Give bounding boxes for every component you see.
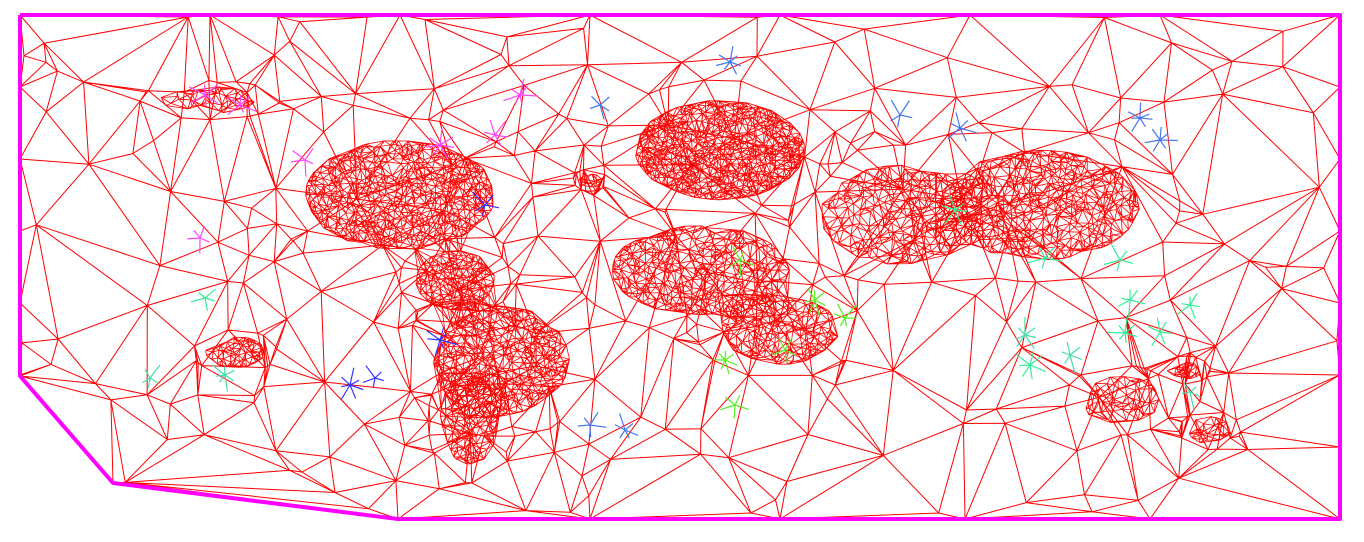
vertex-star <box>189 84 218 106</box>
vertex-star <box>1176 292 1200 319</box>
mesh-edges <box>1166 361 1202 380</box>
mesh-edges <box>717 293 839 365</box>
vertex-star-spokes <box>1118 289 1145 318</box>
vertex-star-spokes <box>227 95 257 115</box>
vertex-star <box>771 337 797 363</box>
vertex-star-spokes <box>1144 126 1178 152</box>
vertex-star-spokes <box>834 303 858 327</box>
vertex-star-spokes <box>189 84 218 106</box>
vertex-star-spokes <box>1103 244 1134 272</box>
mesh-edges <box>635 100 805 201</box>
vertex-star <box>187 225 210 254</box>
vertex-star <box>227 95 257 115</box>
vertex-star-spokes <box>805 288 826 316</box>
vertex-star <box>947 112 977 142</box>
vertex-star <box>834 303 858 327</box>
vertex-star-spokes <box>947 112 977 142</box>
vertex-star-spokes <box>1147 317 1173 347</box>
mesh-edges <box>438 372 502 465</box>
vertex-star <box>340 367 364 401</box>
vertex-star-spokes <box>1127 102 1153 132</box>
vertex-star-spokes <box>890 99 913 128</box>
vertex-star <box>720 395 750 419</box>
vertex-star-spokes <box>577 411 607 438</box>
vertex-star <box>484 120 507 146</box>
vertex-star <box>729 246 755 277</box>
vertex-star-spokes <box>1015 316 1037 349</box>
vertex-star <box>426 128 455 159</box>
vertex-star <box>1061 341 1083 373</box>
vertex-star <box>1181 381 1201 410</box>
vertex-star <box>426 326 458 357</box>
vertex-star-spokes <box>713 350 738 375</box>
vertex-star <box>472 191 500 217</box>
vertex-stars <box>142 45 1201 439</box>
vertex-star <box>1103 244 1134 272</box>
mesh-edges <box>1188 416 1232 443</box>
mesh-edges <box>821 164 984 265</box>
vertex-star <box>577 411 607 438</box>
vertex-star <box>503 78 538 106</box>
vertex-star <box>805 288 826 316</box>
vertex-star-spokes <box>1176 292 1200 319</box>
vertex-star-spokes <box>484 120 507 146</box>
vertex-star-spokes <box>720 395 750 419</box>
vertex-star <box>715 45 742 75</box>
vertex-star <box>190 288 216 311</box>
vertex-star-spokes <box>362 365 384 388</box>
vertex-star-spokes <box>1015 351 1046 380</box>
vertex-star <box>1147 317 1173 347</box>
vertex-star-spokes <box>426 128 455 159</box>
mesh-edges <box>205 336 265 368</box>
mesh-edges <box>612 225 790 318</box>
mesh-edges <box>579 173 603 188</box>
vertex-star <box>713 350 738 375</box>
vertex-star-spokes <box>142 364 161 389</box>
vertex-star-spokes <box>503 78 538 106</box>
vertex-star-spokes <box>187 225 210 254</box>
vertex-star <box>614 413 639 439</box>
mesh-edges <box>305 140 494 253</box>
vertex-star <box>211 364 235 392</box>
convex-hull-boundary <box>18 13 1342 521</box>
vertex-star <box>1144 126 1178 152</box>
vertex-star <box>1107 316 1138 343</box>
vertex-star <box>1015 316 1037 349</box>
mesh-edges <box>1085 376 1160 423</box>
vertex-star-spokes <box>941 193 968 227</box>
vertex-star <box>941 193 968 227</box>
dense-mesh-edges <box>160 86 1232 465</box>
vertex-star-spokes <box>771 337 797 363</box>
vertex-star <box>1015 351 1046 380</box>
vertex-star-spokes <box>1061 341 1083 373</box>
vertex-star <box>1118 289 1145 318</box>
vertex-star <box>589 95 610 120</box>
vertex-star-spokes <box>340 367 364 401</box>
vertex-star <box>142 364 161 389</box>
vertex-star-spokes <box>715 45 742 75</box>
vertex-star <box>290 147 314 177</box>
vertex-star-spokes <box>426 326 458 357</box>
vertex-star-spokes <box>1107 316 1138 343</box>
vertex-star-spokes <box>589 95 610 120</box>
vertex-star-spokes <box>472 191 500 217</box>
vertex-star-spokes <box>1027 246 1062 269</box>
vertex-star-spokes <box>1181 381 1201 410</box>
vertex-star <box>362 365 384 388</box>
vertex-star-spokes <box>190 288 216 311</box>
mesh-edges <box>414 248 498 312</box>
vertex-star <box>890 99 913 128</box>
vertex-star-spokes <box>729 246 755 277</box>
vertex-star <box>1027 246 1062 269</box>
vertex-star <box>1127 102 1153 132</box>
vertex-star-spokes <box>211 364 235 392</box>
vertex-star-spokes <box>290 147 314 177</box>
vertex-star-spokes <box>614 413 639 439</box>
